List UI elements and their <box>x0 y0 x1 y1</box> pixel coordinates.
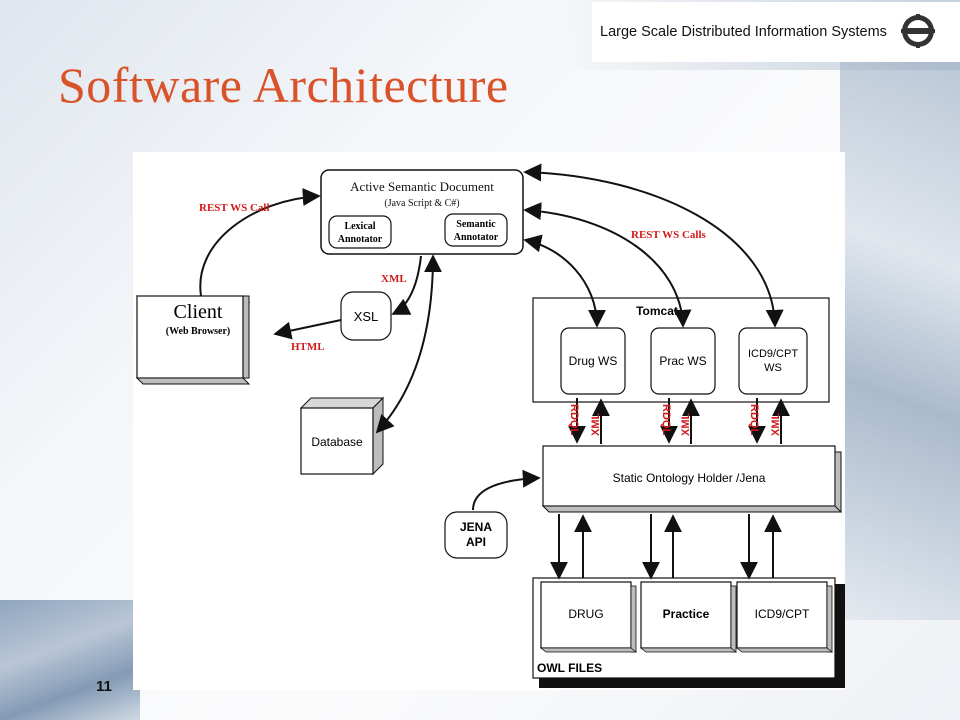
owl-drug-label: DRUG <box>568 607 603 621</box>
right-background-decoration <box>840 60 960 620</box>
lexical-annotator-line1: Lexical <box>344 221 375 232</box>
arrow-client-to-asd <box>199 188 321 297</box>
active-semantic-document-box: Active Semantic Document (Java Script & … <box>320 169 524 255</box>
label-xml-3: XML <box>770 413 782 437</box>
slide-number: 11 <box>96 678 112 695</box>
left-background-decoration <box>0 600 140 720</box>
database-box: Database <box>299 396 385 476</box>
arrow-asd-icd-ws <box>523 163 784 328</box>
lexical-annotator-line2: Annotator <box>338 234 383 245</box>
icd-ws-label-line2: WS <box>764 362 782 374</box>
diagram-panel: Active Semantic Document (Java Script & … <box>133 152 847 690</box>
owl-files-container: OWL FILES DRUG Practice ICD9/CPT <box>532 577 847 688</box>
arrow-jena-to-ontology <box>472 469 541 511</box>
icd-ws-label-line1: ICD9/CPT <box>748 348 798 360</box>
asd-title: Active Semantic Document <box>350 179 494 194</box>
drug-ws-label: Drug WS <box>569 354 618 368</box>
tomcat-label: Tomcat <box>636 304 678 318</box>
semantic-annotator-line2: Annotator <box>454 232 499 243</box>
drug-ws-box <box>560 327 626 395</box>
header-title: Large Scale Distributed Information Syst… <box>600 24 887 40</box>
label-rdql-2: RDQL <box>660 404 672 435</box>
lsdis-gear-logo-icon <box>901 14 935 48</box>
label-rdql-1: RDQL <box>568 404 580 435</box>
jena-label-line2: API <box>466 535 486 549</box>
label-xml-2: XML <box>680 413 692 437</box>
semantic-annotator-line1: Semantic <box>456 219 496 230</box>
prac-ws-box <box>650 327 716 395</box>
label-rest-ws-call: REST WS Call <box>199 202 270 214</box>
client-title: Client <box>174 301 223 323</box>
jena-label-line1: JENA <box>460 520 492 534</box>
label-xml: XML <box>381 273 407 285</box>
label-rdql-3: RDQL <box>748 404 760 435</box>
jena-api-box: JENA API <box>444 511 508 559</box>
ontology-holder-box: Static Ontology Holder /Jena <box>541 445 843 513</box>
icd-ws-box <box>738 327 808 395</box>
owl-icd-box <box>736 581 828 649</box>
owl-icd-label: ICD9/CPT <box>755 607 810 621</box>
client-subtitle: (Web Browser) <box>166 326 231 337</box>
arrow-xsl-to-client <box>273 319 342 340</box>
protocol-labels: REST WS Call REST WS Calls XML HTML RDQL… <box>199 202 782 436</box>
arrow-asd-to-xsl <box>391 255 422 315</box>
arrow-database-asd <box>375 254 442 434</box>
owl-practice-label: Practice <box>663 607 710 621</box>
xsl-label: XSL <box>354 309 379 324</box>
prac-ws-label: Prac WS <box>659 354 706 368</box>
client-box: Client (Web Browser) <box>135 295 251 385</box>
slide-title: Software Architecture <box>58 57 509 113</box>
owl-files-label: OWL FILES <box>537 661 602 675</box>
header-banner: Large Scale Distributed Information Syst… <box>592 2 960 62</box>
database-label: Database <box>311 435 363 449</box>
xsl-box: XSL <box>340 291 392 341</box>
label-xml-1: XML <box>590 413 602 437</box>
ontology-holder-label: Static Ontology Holder /Jena <box>613 471 766 485</box>
label-rest-ws-calls: REST WS Calls <box>631 229 707 241</box>
connector-arrows <box>199 163 790 580</box>
asd-subtitle: (Java Script & C#) <box>384 198 459 209</box>
label-html: HTML <box>291 341 325 353</box>
architecture-diagram: Active Semantic Document (Java Script & … <box>135 163 847 688</box>
